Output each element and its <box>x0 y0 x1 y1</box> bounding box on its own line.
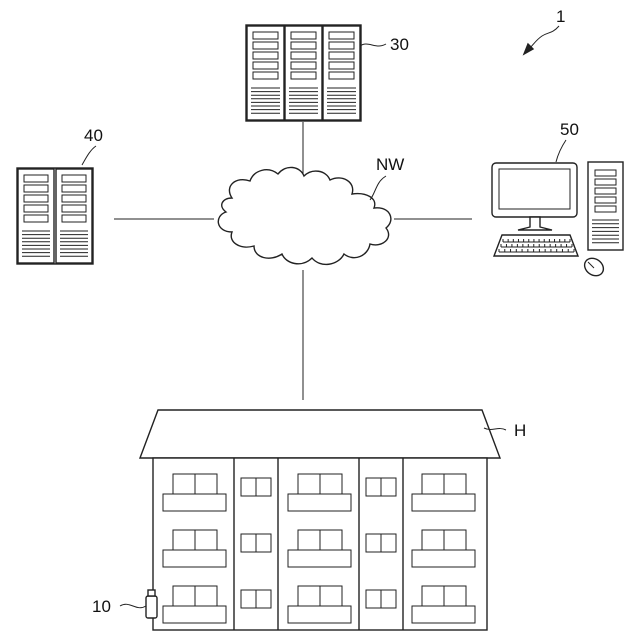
server-40-icon <box>17 168 93 264</box>
label-terminal-50: 50 <box>560 120 579 139</box>
leader-device-10 <box>120 604 146 607</box>
label-system: 1 <box>556 7 565 26</box>
leader-server-40 <box>82 146 96 165</box>
label-device-10: 10 <box>92 597 111 616</box>
server-30-icon <box>246 25 361 121</box>
leader-network <box>370 176 386 200</box>
label-server-40: 40 <box>84 126 103 145</box>
terminal-50-icon <box>492 162 623 279</box>
label-server-30: 30 <box>390 35 409 54</box>
building-icon <box>140 410 500 630</box>
leader-terminal-50 <box>556 140 566 162</box>
system-arrow-icon <box>524 26 559 54</box>
network-cloud-icon <box>218 167 391 264</box>
leader-server-30 <box>360 44 386 46</box>
label-building: H <box>514 421 526 440</box>
label-network: NW <box>376 155 404 174</box>
device-10-icon <box>146 590 157 618</box>
